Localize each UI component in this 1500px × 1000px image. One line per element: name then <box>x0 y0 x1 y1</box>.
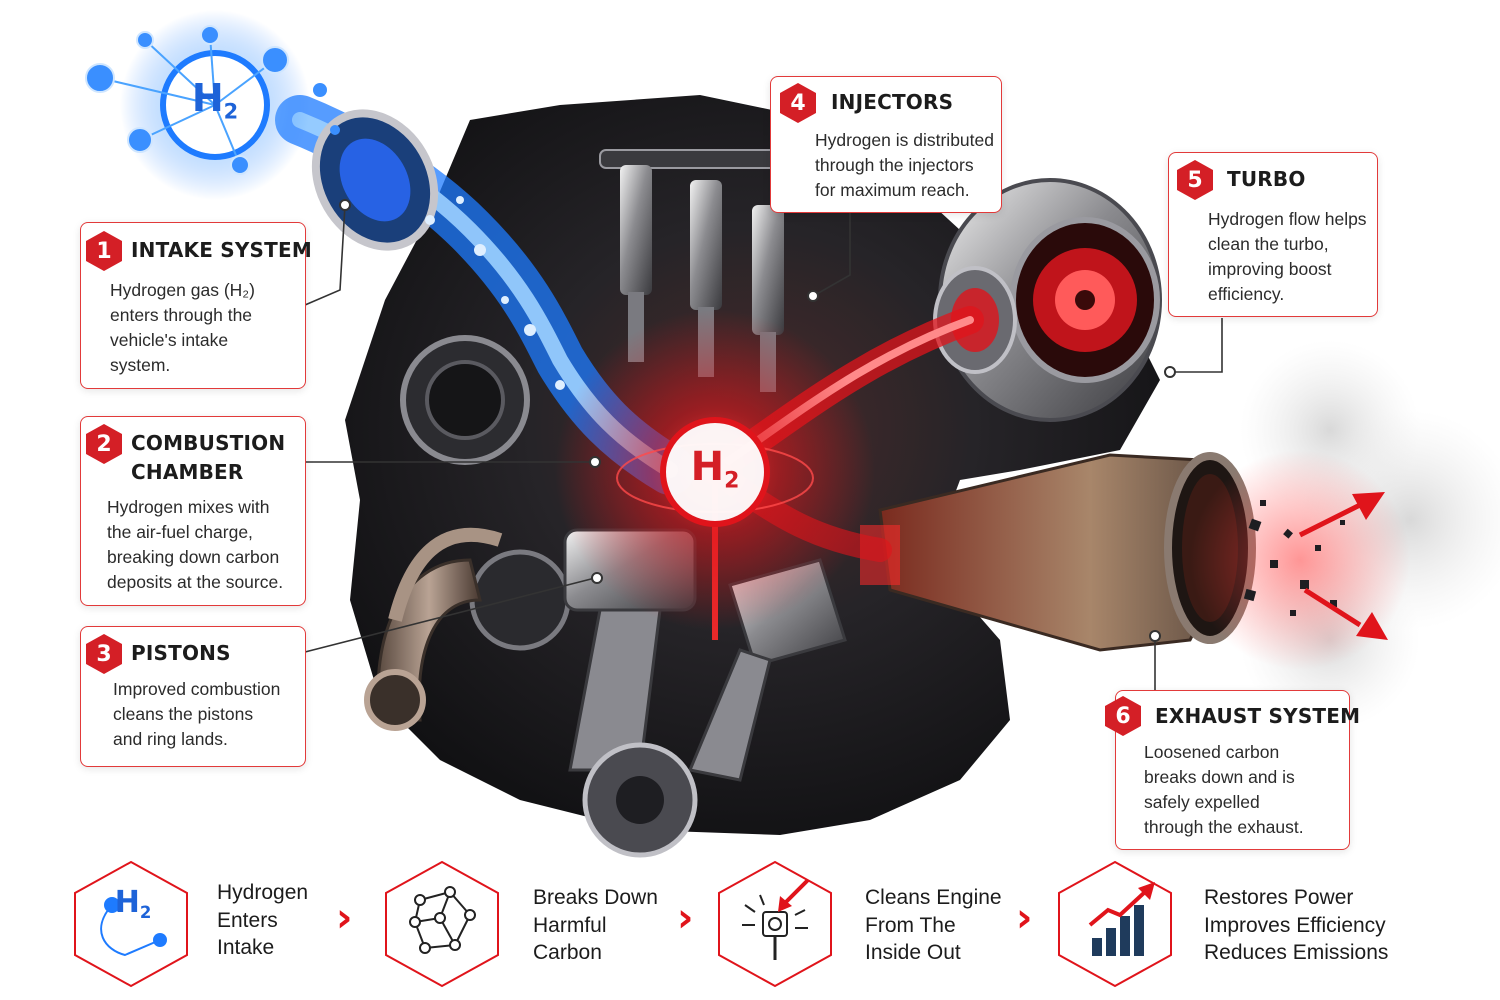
step-text: Breaks Down Harmful Carbon <box>533 886 658 964</box>
step-number-badge: 6 <box>1105 696 1141 736</box>
exhaust-arrow-up-icon <box>1298 492 1385 538</box>
crankshaft <box>582 742 698 858</box>
hex-frame-2 <box>385 860 499 988</box>
step-number-badge: 3 <box>86 634 122 674</box>
exhaust-manifold <box>364 527 503 731</box>
hex-frame-1 <box>74 860 188 988</box>
exhaust-arrow-down-icon <box>1303 587 1388 640</box>
callout-title: INJECTORS <box>831 90 954 114</box>
callout-body: Hydrogen mixes with the air-fuel charge,… <box>107 497 284 592</box>
growth-chart-icon <box>1059 862 1171 986</box>
callout-body: Loosened carbon breaks down and is safel… <box>1144 742 1304 837</box>
h2-intake-label: H2 <box>191 76 239 124</box>
chevron-right-icon: › <box>677 895 694 941</box>
hydrogen-red-flow <box>555 306 984 640</box>
hex-frame-4 <box>1058 860 1172 988</box>
h2-molecule-icon: H2 <box>114 885 152 922</box>
hex-frame-3 <box>718 860 832 988</box>
step-number-badge: 5 <box>1177 160 1213 200</box>
step-text: Restores Power Improves Efficiency Reduc… <box>1204 886 1389 964</box>
callout-title: EXHAUST SYSTEM <box>1155 704 1361 728</box>
h2-intake-molecule <box>85 10 340 200</box>
exhaust-smoke <box>1190 340 1500 730</box>
callout-body: Improved combustion cleans the pistons a… <box>113 679 281 749</box>
callout-title: COMBUSTION CHAMBER <box>131 431 286 484</box>
callout-title: TURBO <box>1227 167 1306 191</box>
chevron-right-icon: › <box>336 895 353 941</box>
callout-body: Hydrogen is distributed through the inje… <box>815 130 994 200</box>
callout-body: Hydrogen flow helps clean the turbo, imp… <box>1208 209 1367 304</box>
step-text: Cleans Engine From The Inside Out <box>865 886 1002 964</box>
leader-dots <box>339 199 1176 642</box>
leader-lines <box>297 204 1223 690</box>
callout-title: PISTONS <box>131 641 231 665</box>
callout-exhaust-system <box>1115 690 1350 850</box>
carbon-network-icon <box>386 862 498 986</box>
callout-title: INTAKE SYSTEM <box>131 238 312 262</box>
piston-clean-icon <box>719 862 831 986</box>
timing-cover <box>400 335 571 651</box>
step-text: Hydrogen Enters Intake <box>217 881 309 959</box>
callout-body: Hydrogen gas (H₂) enters through the veh… <box>110 280 255 375</box>
chevron-right-icon: › <box>1016 895 1033 941</box>
h2-core-label: H2 <box>690 444 740 494</box>
